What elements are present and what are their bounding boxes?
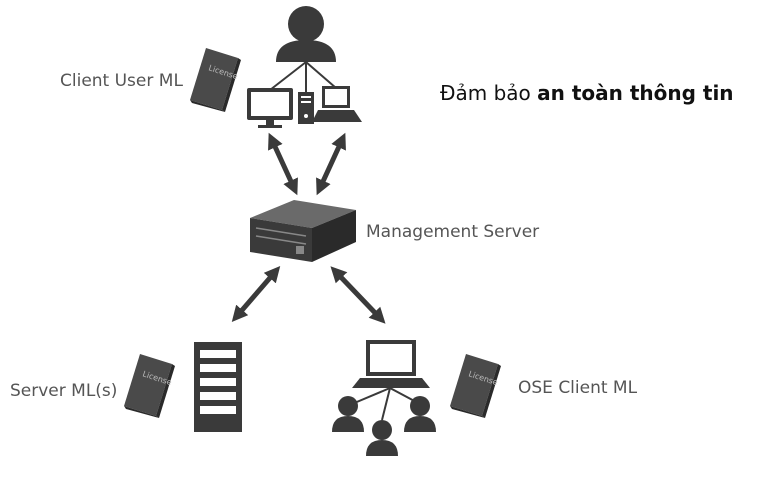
ose-connector-lines [351, 387, 421, 421]
user-icon [366, 420, 398, 456]
arrow-client-to-server-right [316, 132, 346, 196]
headline-bold: an toàn thông tin [537, 81, 734, 105]
license-book-icon: License [124, 354, 175, 418]
license-book-icon: License [190, 48, 241, 112]
headline: Đảm bảo an toàn thông tin [440, 81, 734, 105]
user-connector-lines [269, 61, 337, 92]
server-rack-icon [194, 342, 242, 432]
management-server-icon [250, 200, 356, 262]
ose-users-icon [332, 396, 436, 456]
headline-regular: Đảm bảo [440, 81, 531, 105]
license-book-icon: License [450, 354, 501, 418]
client-user-group: License Client User ML [60, 6, 362, 128]
monitor-icon [247, 88, 293, 128]
ose-client-label: OSE Client ML [518, 378, 638, 398]
arrow-client-to-server-left [268, 132, 298, 196]
ose-laptop-icon [352, 340, 430, 388]
server-ml-label: Server ML(s) [10, 381, 117, 401]
user-icon [276, 6, 336, 62]
arrow-server-to-ose-client [330, 266, 386, 324]
management-server-group: Management Server [250, 200, 539, 262]
laptop-icon [312, 86, 362, 122]
ose-client-group: License OSE Client ML [332, 340, 638, 456]
connection-arrows [231, 132, 386, 324]
client-user-label: Client User ML [60, 71, 183, 91]
server-ml-group: License Server ML(s) [10, 342, 242, 432]
desktop-tower-icon [298, 92, 314, 124]
user-icon [404, 396, 436, 432]
arrow-server-to-server-ml [231, 265, 281, 323]
management-server-label: Management Server [366, 222, 539, 242]
